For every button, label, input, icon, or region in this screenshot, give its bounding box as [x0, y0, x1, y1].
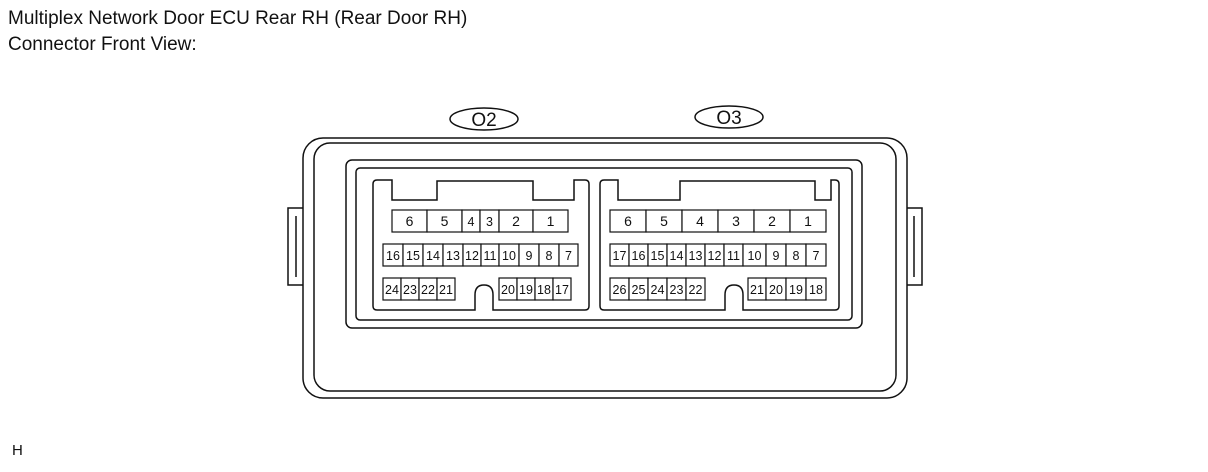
- pin-label: 13: [446, 249, 460, 263]
- connector-o2-outline: [372, 179, 590, 311]
- pin-label: 23: [670, 283, 684, 297]
- pin-label: 23: [403, 283, 417, 297]
- pin-label: 14: [426, 249, 440, 263]
- connector-face-inner: [355, 167, 853, 321]
- pin-label: 16: [386, 249, 400, 263]
- pin-label: 9: [773, 249, 780, 263]
- diagram-subtitle: Connector Front View:: [8, 34, 197, 55]
- pin-label: 26: [613, 283, 627, 297]
- pin-label: 1: [804, 213, 812, 229]
- pin-label: 8: [546, 249, 553, 263]
- pin-label: 5: [660, 213, 668, 229]
- pin-cell: [789, 209, 827, 233]
- pin-label: 18: [809, 283, 823, 297]
- connector-o2-oval: [449, 107, 519, 131]
- pin-label: 17: [555, 283, 569, 297]
- pin-label: 20: [769, 283, 783, 297]
- pin-label: 2: [512, 213, 520, 229]
- pin-label: 16: [632, 249, 646, 263]
- pin-label: 24: [385, 283, 399, 297]
- pin-label: 4: [468, 215, 475, 229]
- connector-o2-code: O2: [471, 110, 496, 131]
- pin-label: 6: [406, 213, 414, 229]
- right-latch-tab: [907, 207, 923, 286]
- pin-label: 11: [727, 249, 740, 263]
- pin-label: 13: [689, 249, 703, 263]
- pin-label: 4: [696, 213, 704, 229]
- left-latch-tab: [287, 207, 303, 286]
- pin-label: 17: [613, 249, 627, 263]
- pin-label: 11: [484, 249, 497, 263]
- pin-cell: [436, 277, 456, 301]
- housing-outer: [302, 137, 908, 399]
- pin-label: 6: [624, 213, 632, 229]
- connector-o3-code: O3: [716, 108, 741, 129]
- pin-label: 22: [421, 283, 435, 297]
- pin-label: 18: [537, 283, 551, 297]
- connector-o3-oval: [694, 105, 764, 129]
- pin-cell: [558, 243, 579, 267]
- pin-label: 24: [651, 283, 665, 297]
- pin-label: 15: [651, 249, 665, 263]
- pin-label: 3: [486, 215, 493, 229]
- connector-face-outer: [345, 159, 863, 329]
- pin-label: 7: [565, 249, 572, 263]
- pin-label: 3: [732, 213, 740, 229]
- pin-label: 1: [547, 213, 555, 229]
- connector-o3-outline: [599, 179, 840, 311]
- diagram-footnote: H: [12, 442, 23, 459]
- pin-label: 12: [708, 249, 722, 263]
- pin-cell: [685, 277, 706, 301]
- pin-label: 19: [519, 283, 533, 297]
- pin-label: 7: [813, 249, 820, 263]
- pin-label: 20: [501, 283, 515, 297]
- pin-label: 19: [789, 283, 803, 297]
- pin-label: 22: [689, 283, 703, 297]
- pin-label: 21: [439, 283, 453, 297]
- pin-label: 12: [465, 249, 479, 263]
- pin-label: 15: [406, 249, 420, 263]
- pin-label: 10: [748, 249, 762, 263]
- housing-inner: [313, 142, 897, 392]
- diagram-title: Multiplex Network Door ECU Rear RH (Rear…: [8, 8, 468, 29]
- pin-label: 25: [632, 283, 646, 297]
- pin-label: 2: [768, 213, 776, 229]
- pin-label: 5: [441, 213, 449, 229]
- title-block: Multiplex Network Door ECU Rear RH (Rear…: [8, 6, 467, 58]
- pin-cell: [532, 209, 569, 233]
- pin-cell: [805, 277, 827, 301]
- pin-label: 10: [502, 249, 516, 263]
- pin-label: 8: [793, 249, 800, 263]
- pin-cell: [805, 243, 827, 267]
- pin-label: 9: [526, 249, 533, 263]
- pin-label: 14: [670, 249, 684, 263]
- pin-label: 21: [750, 283, 764, 297]
- pin-cell: [552, 277, 572, 301]
